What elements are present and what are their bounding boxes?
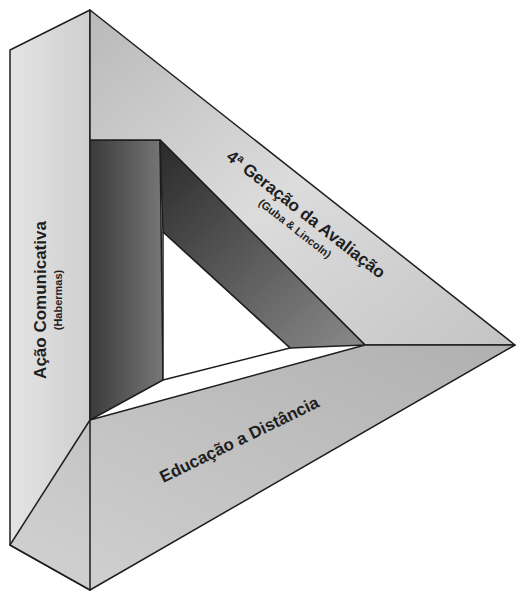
left-bar-inner [90,140,163,420]
edge-line [89,420,91,590]
hole [163,232,290,380]
bar-label: Ação Comunicativa [31,217,51,383]
bar-sublabel: (Habermas) [51,217,65,383]
lower-bar [10,345,515,590]
triangle-bar: Ação Comunicativa(Habermas) [31,217,69,383]
